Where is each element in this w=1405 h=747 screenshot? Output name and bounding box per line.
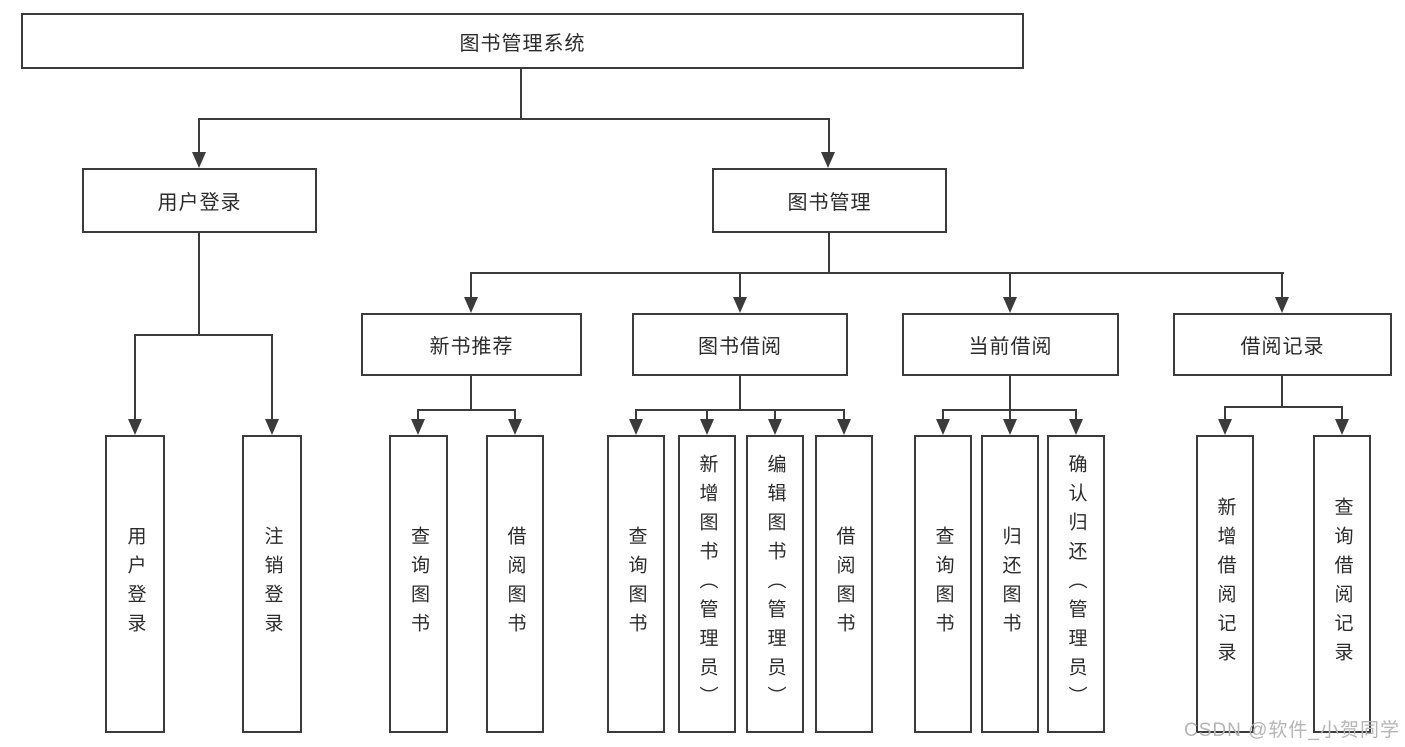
connector-stem-cb-return <box>1009 409 1011 420</box>
connector-new-book-bar <box>417 409 516 411</box>
connector-user-login-bar <box>134 334 273 336</box>
node-new-book-recommend-label: 新书推荐 <box>429 336 514 358</box>
leaf-br-add-record-label: 新增借阅记录 <box>1214 497 1236 671</box>
leaf-nbr-query-books-label: 查询图书 <box>408 526 429 642</box>
connector-stem-cb-confirm <box>1075 409 1077 420</box>
leaf-cb-query-books: 查询图书 <box>914 435 972 733</box>
node-book-borrowing-label: 图书借阅 <box>698 336 782 358</box>
leaf-br-query-record: 查询借阅记录 <box>1313 435 1371 733</box>
arrow-to-user-login <box>192 152 206 168</box>
leaf-bb-edit-books-admin: 编辑图书（管理员） <box>746 435 804 733</box>
connector-stem-current-borrowing <box>1009 272 1011 298</box>
connector-book-management-stem <box>828 233 830 274</box>
arrow-to-cb-return <box>1003 419 1017 435</box>
leaf-bb-edit-books-admin-label: 编辑图书（管理员） <box>764 453 786 715</box>
arrow-to-book-borrowing <box>733 297 747 313</box>
connector-book-borrowing-bar <box>635 409 845 411</box>
connector-root-stem <box>520 69 522 120</box>
leaf-logout-label: 注销登录 <box>261 526 283 642</box>
leaf-bb-borrow-books-label: 借阅图书 <box>833 526 855 642</box>
connector-stem-book-management <box>828 118 830 154</box>
leaf-bb-query-books: 查询图书 <box>607 435 665 733</box>
arrow-to-bb-query <box>629 419 643 435</box>
connector-stem-br-query <box>1341 406 1343 420</box>
connector-stem-cb-query <box>942 409 944 420</box>
connector-new-book-stem <box>470 376 472 411</box>
node-borrow-records: 借阅记录 <box>1173 313 1392 376</box>
node-borrow-records-label: 借阅记录 <box>1240 336 1325 358</box>
leaf-bb-add-books-admin: 新增图书（管理员） <box>678 435 736 733</box>
leaf-bb-query-books-label: 查询图书 <box>625 526 647 642</box>
node-root-label: 图书管理系统 <box>459 32 586 55</box>
node-book-management-label: 图书管理 <box>787 192 872 214</box>
arrow-to-bb-edit <box>768 419 782 435</box>
arrow-to-current-borrowing <box>1003 297 1017 313</box>
connector-user-login-stem <box>198 233 200 336</box>
node-root: 图书管理系统 <box>21 13 1024 69</box>
leaf-bb-add-books-admin-label: 新增图书（管理员） <box>696 453 718 715</box>
leaf-nbr-borrow-books: 借阅图书 <box>486 435 544 733</box>
leaf-cb-query-books-label: 查询图书 <box>932 526 954 642</box>
node-book-borrowing: 图书借阅 <box>632 313 848 376</box>
arrow-to-book-management <box>821 152 835 168</box>
leaf-bb-borrow-books: 借阅图书 <box>815 435 873 733</box>
node-current-borrowing: 当前借阅 <box>902 313 1119 376</box>
leaf-nbr-query-books: 查询图书 <box>389 435 448 733</box>
connector-stem-nbr-query <box>417 409 419 420</box>
connector-borrow-records-bar <box>1224 406 1343 408</box>
arrow-to-bb-borrow <box>837 419 851 435</box>
leaf-br-query-record-label: 查询借阅记录 <box>1331 497 1353 671</box>
leaf-user-login: 用户登录 <box>105 435 165 733</box>
connector-stem-nbr-borrow <box>514 409 516 420</box>
connector-stem-bb-borrow <box>843 409 845 420</box>
arrow-to-nbr-borrow <box>508 419 522 435</box>
node-user-login-label: 用户登录 <box>157 192 242 214</box>
leaf-nbr-borrow-books-label: 借阅图书 <box>504 526 526 642</box>
arrow-to-leaf-login <box>128 419 142 435</box>
arrow-to-new-book <box>464 297 478 313</box>
node-current-borrowing-label: 当前借阅 <box>968 336 1053 358</box>
connector-stem-borrow-records <box>1281 272 1283 298</box>
arrow-to-nbr-query <box>411 419 425 435</box>
leaf-cb-return-books-label: 归还图书 <box>999 526 1021 642</box>
connector-stem-bb-query <box>635 409 637 420</box>
connector-stem-leaf-login <box>134 334 136 420</box>
node-book-management: 图书管理 <box>712 168 947 233</box>
connector-stem-leaf-logout <box>271 334 273 420</box>
arrow-to-cb-confirm <box>1069 419 1083 435</box>
leaf-cb-confirm-return-admin: 确认归还（管理员） <box>1047 435 1105 733</box>
leaf-cb-confirm-return-admin-label: 确认归还（管理员） <box>1065 453 1087 715</box>
connector-level3-bar <box>471 272 1284 274</box>
leaf-user-login-label: 用户登录 <box>124 526 146 642</box>
connector-stem-br-add <box>1224 406 1226 420</box>
connector-stem-bb-edit <box>774 409 776 420</box>
leaf-logout: 注销登录 <box>242 435 302 733</box>
arrow-to-br-add <box>1218 419 1232 435</box>
leaf-cb-return-books: 归还图书 <box>981 435 1039 733</box>
connector-stem-book-borrowing <box>739 272 741 298</box>
arrow-to-leaf-logout <box>265 419 279 435</box>
connector-stem-user-login <box>198 118 200 154</box>
connector-current-borrowing-stem <box>1009 375 1011 411</box>
arrow-to-br-query <box>1335 419 1349 435</box>
connector-stem-bb-add <box>706 409 708 420</box>
arrow-to-borrow-records <box>1275 297 1289 313</box>
leaf-br-add-record: 新增借阅记录 <box>1196 435 1254 733</box>
connector-borrow-records-stem <box>1281 376 1283 408</box>
watermark-text: CSDN @软件_小贺同学 <box>1184 720 1400 741</box>
connector-level2-bar <box>198 118 830 120</box>
connector-book-borrowing-stem <box>739 376 741 411</box>
connector-stem-new-book <box>470 272 472 298</box>
arrow-to-cb-query <box>936 419 950 435</box>
node-new-book-recommend: 新书推荐 <box>361 313 582 376</box>
node-user-login: 用户登录 <box>82 168 317 233</box>
arrow-to-bb-add <box>700 419 714 435</box>
